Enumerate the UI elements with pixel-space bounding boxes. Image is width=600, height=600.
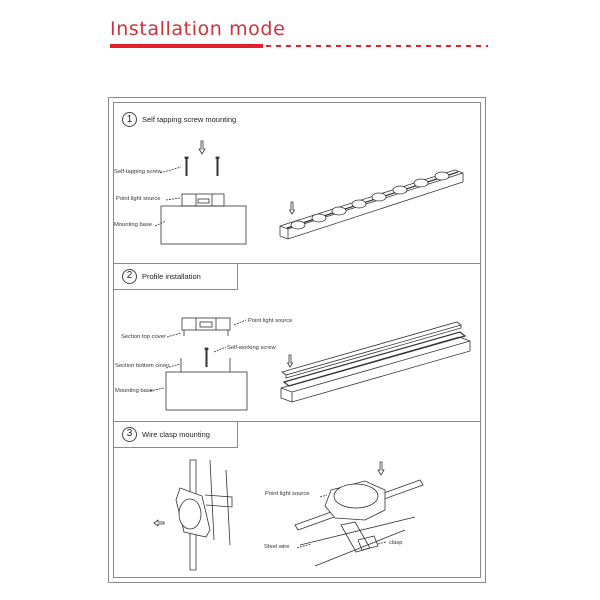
section-number: 3 [122, 426, 137, 442]
section-title: Self tapping screw mounting [142, 115, 237, 124]
label-self-working-screw: Self-working screw [227, 345, 276, 351]
label-section-top-cover: Section top cover [121, 334, 166, 340]
section-divider [113, 263, 481, 264]
section-1-header: 1 Self tapping screw mounting [113, 106, 238, 133]
section-divider [113, 421, 481, 422]
section-title: Profile installation [142, 271, 201, 281]
section-number: 2 [122, 268, 137, 284]
diagram-frame-inner [113, 102, 481, 578]
label-self-tapping-screw: Self-tapping screw [114, 169, 162, 175]
title-underline [110, 44, 263, 48]
section-3-header: 3 Wire clasp mounting [113, 421, 238, 448]
title-dashed-rule [266, 45, 488, 47]
label-point-light-source: Point light source [265, 491, 310, 497]
section-title: Wire clasp mounting [142, 429, 210, 439]
diagram-frame-outer [108, 97, 486, 583]
label-clasp: clasp [389, 540, 403, 546]
section-2-header: 2 Profile installation [113, 263, 238, 290]
label-steel-wire: Steel wire [264, 544, 290, 550]
label-section-bottom-cover: Section bottom cover [115, 363, 170, 369]
label-mounting-base: Mounting base [114, 222, 153, 228]
page-title: Installation mode [110, 18, 286, 40]
section-number: 1 [122, 112, 137, 127]
label-point-light-source: Point light source [116, 196, 161, 202]
label-point-light-source: Point light source [248, 318, 293, 324]
label-mounting-base: Mounting base [115, 388, 154, 394]
